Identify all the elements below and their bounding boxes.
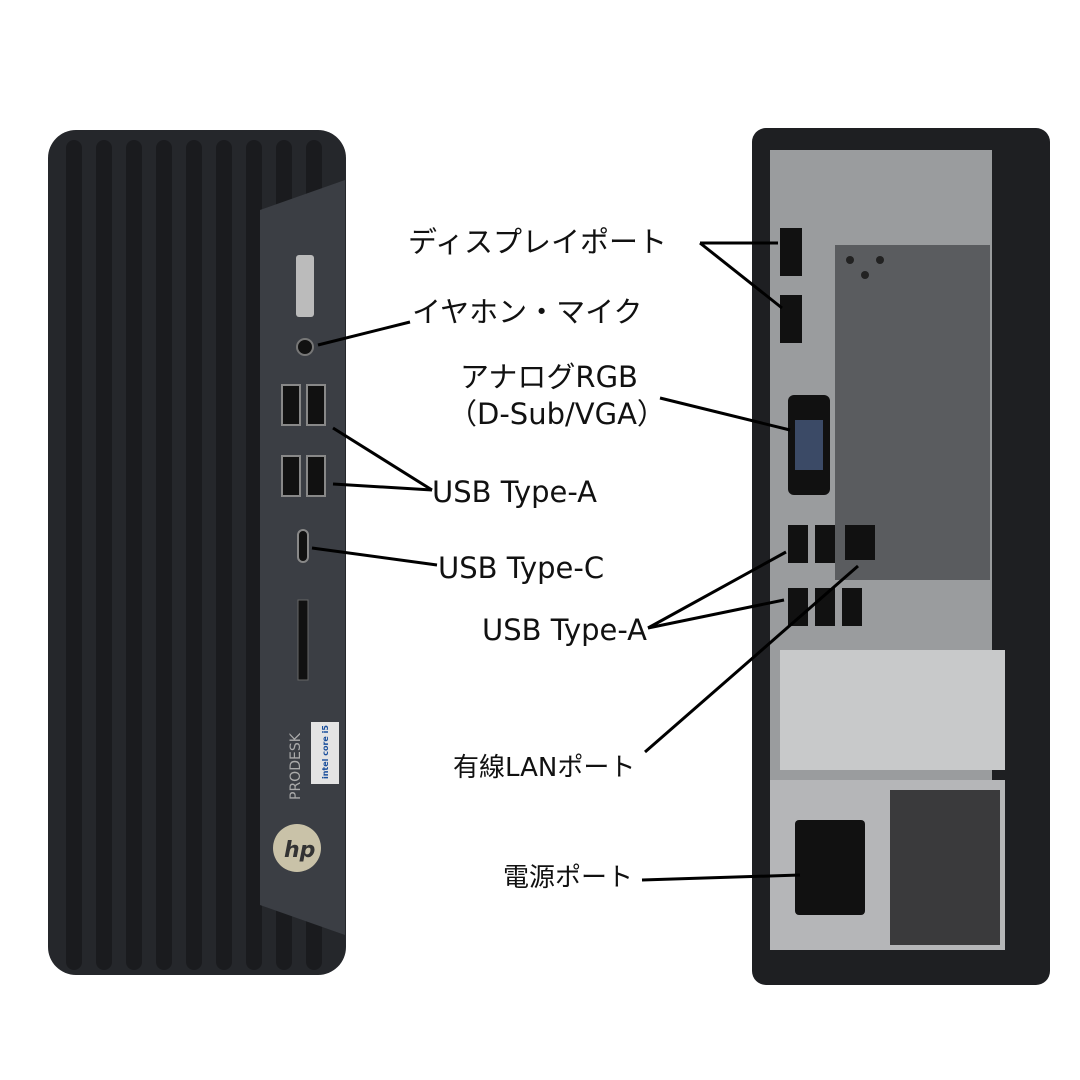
power-inlet: [795, 820, 865, 915]
vent-area: [835, 245, 990, 580]
audio-jack: [296, 338, 314, 356]
rear-usb-ports: [788, 525, 862, 626]
hp-logo-text: hp: [284, 838, 315, 863]
displayport-2: [780, 295, 802, 343]
leader-lines: [311, 241, 859, 882]
model-text: PRODESK: [288, 732, 304, 800]
label-dsub-vga: （D-Sub/VGA）: [448, 397, 666, 431]
power-button: [296, 255, 314, 317]
card-slot: [297, 599, 309, 681]
label-audio: イヤホン・マイク: [412, 295, 643, 329]
front-usb-a-ports: [281, 384, 326, 497]
psu-fan: [890, 790, 1000, 945]
label-usb-c: USB Type-C: [438, 551, 605, 585]
rear-pc: [752, 128, 1050, 985]
displayport-1: [780, 228, 802, 276]
vent-holes: [846, 256, 884, 279]
hp-logo: [273, 824, 321, 872]
lan-port: [845, 525, 875, 560]
front-usb-c-port: [297, 529, 309, 563]
label-usb-a-rear: USB Type-A: [482, 613, 648, 647]
cpu-badge-text: intel core i5: [321, 725, 330, 779]
label-lan: 有線LANポート: [453, 753, 636, 783]
label-analog-rgb: アナログRGB: [460, 360, 638, 394]
label-power: 電源ポート: [503, 863, 634, 893]
label-displayport: ディスプレイポート: [408, 225, 667, 259]
front-pc: PRODESK intel core i5 hp: [48, 130, 346, 975]
expansion-slots: [780, 650, 1005, 770]
label-usb-a-front: USB Type-A: [432, 475, 598, 509]
cpu-badge: [311, 722, 339, 784]
